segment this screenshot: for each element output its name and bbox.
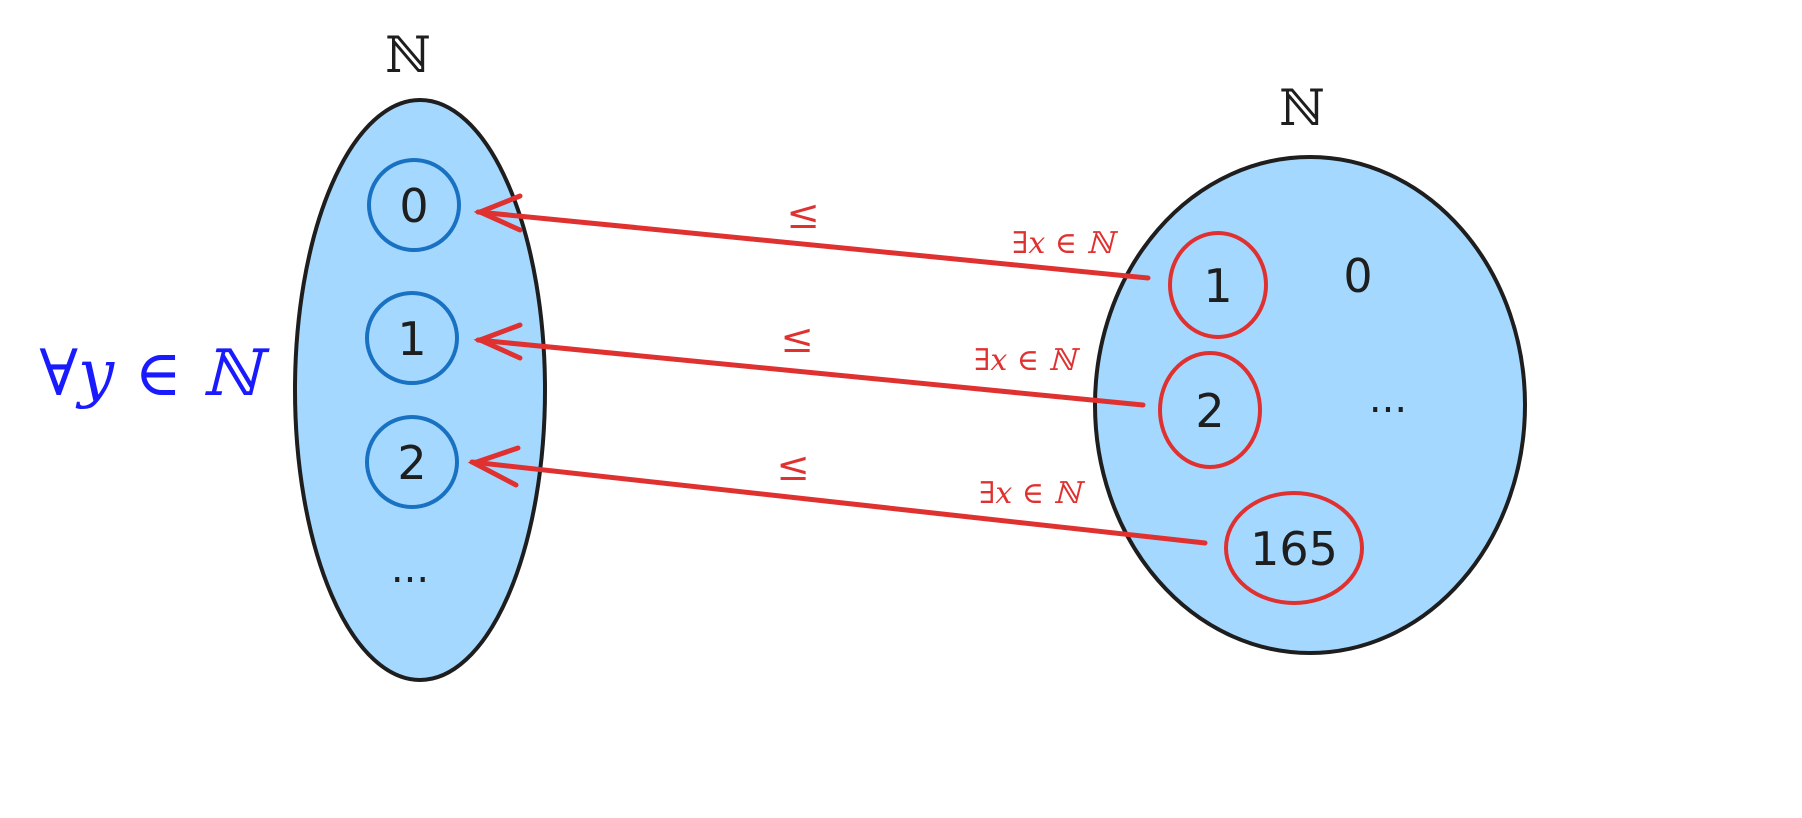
left-set-ellipse [293,98,547,682]
right-set: ℕ 1 2 165 0 ... [1093,79,1527,655]
arrow-165-to-2 [467,445,1208,546]
left-element-0: 0 [399,179,428,233]
right-element-165: 165 [1250,522,1338,576]
left-ellipsis: ... [391,546,429,592]
relation-label: ≤ [776,444,810,490]
right-element-1: 1 [1203,259,1232,313]
forall-label: ∀y ∈ ℕ [39,337,270,411]
right-set-label: ℕ [1279,79,1325,137]
arrow-labels: ≤ ≤ ≤ ∃x ∈ ℕ ∃x ∈ ℕ ∃x ∈ ℕ [776,192,1118,511]
relation-label: ≤ [780,316,814,362]
left-element-1: 1 [397,312,426,366]
left-element-2: 2 [397,436,426,490]
right-element-circle [1168,231,1268,339]
left-set-label: ℕ [385,26,431,84]
exists-label: ∃x ∈ ℕ [1012,226,1118,261]
arrows [467,193,1208,546]
right-set-ellipse [1093,155,1527,655]
exists-label: ∃x ∈ ℕ [979,476,1085,511]
left-set: ℕ ∀y ∈ ℕ 0 1 2 ... [39,26,547,682]
left-element-circle [365,291,459,385]
right-element-0: 0 [1343,249,1372,303]
right-element-circle [1158,351,1262,469]
arrow-2-to-1 [473,322,1146,408]
exists-label: ∃x ∈ ℕ [974,343,1080,378]
relation-label: ≤ [786,192,820,238]
right-element-2: 2 [1195,384,1224,438]
left-element-circle [365,415,459,509]
arrow-1-to-0 [473,193,1151,281]
right-element-circle [1224,491,1364,605]
left-element-circle [367,158,461,252]
right-ellipsis: ... [1369,376,1407,422]
